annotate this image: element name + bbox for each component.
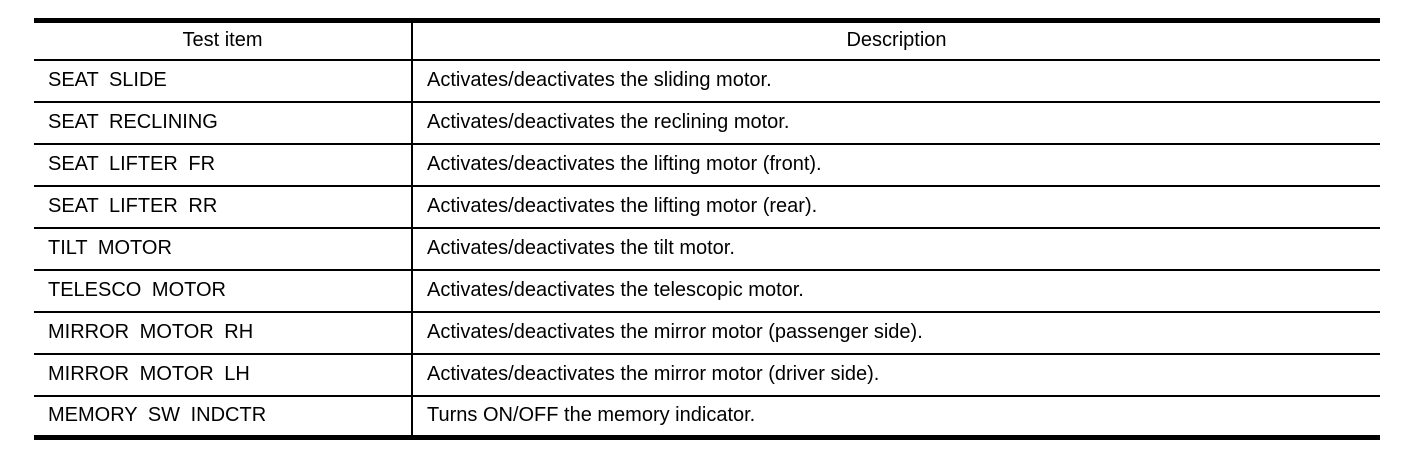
test-item-cell: SEAT RECLINING [34,101,413,144]
description-cell: Activates/deactivates the lifting motor … [427,153,822,175]
table-row: MEMORY SW INDCTR Turns ON/OFF the memory … [34,395,1380,438]
table-row: SEAT SLIDE Activates/deactivates the slid… [34,59,1380,102]
description-cell: Activates/deactivates the reclining moto… [427,111,790,133]
test-item-column-header: Test item [34,20,413,60]
header-row: Test item Description [34,20,1380,60]
table-row: TELESCO MOTOR Activates/deactivates the t… [34,269,1380,312]
test-item-cell: MEMORY SW INDCTR [34,395,413,438]
description-cell: Activates/deactivates the lifting motor … [427,195,818,217]
description-cell: Activates/deactivates the telescopic mot… [427,279,804,301]
table-row: SEAT LIFTER RR Activates/deactivates the … [34,185,1380,228]
active-test-table-container: Test item Description SEAT SLIDE Activate… [34,18,1380,440]
description-column-header: Description [846,29,947,52]
test-item-cell: TELESCO MOTOR [34,269,413,312]
test-item-cell: MIRROR MOTOR LH [34,353,413,396]
table-row: SEAT RECLINING Activates/deactivates the … [34,101,1380,144]
test-item-cell: TILT MOTOR [34,227,413,270]
table-body: SEAT SLIDE Activates/deactivates the slid… [34,59,1380,438]
description-cell: Activates/deactivates the mirror motor (… [427,321,923,343]
table-row: MIRROR MOTOR RH Activates/deactivates the… [34,311,1380,354]
test-items-table: Test item Description SEAT SLIDE Activate… [34,18,1380,440]
description-cell: Turns ON/OFF the memory indicator. [427,404,756,427]
description-cell: Activates/deactivates the sliding motor. [427,69,772,91]
table-row: MIRROR MOTOR LH Activates/deactivates the… [34,353,1380,396]
test-item-cell: MIRROR MOTOR RH [34,311,413,354]
test-item-cell: SEAT LIFTER FR [34,143,413,186]
table-row: TILT MOTOR Activates/deactivates the tilt… [34,227,1380,270]
description-cell: Activates/deactivates the tilt motor. [427,237,735,259]
table-row: SEAT LIFTER FR Activates/deactivates the … [34,143,1380,186]
test-item-cell: SEAT LIFTER RR [34,185,413,228]
description-cell: Activates/deactivates the mirror motor (… [427,363,880,385]
test-item-cell: SEAT SLIDE [34,59,413,102]
